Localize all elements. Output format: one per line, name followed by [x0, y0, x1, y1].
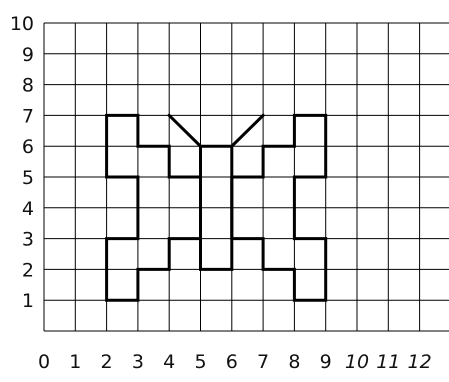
- x-axis-label: 9: [320, 351, 332, 373]
- butterfly-antenna-right: [232, 115, 263, 146]
- y-axis-label: 5: [22, 167, 34, 189]
- y-axis-label: 2: [22, 259, 34, 281]
- y-axis-label: 4: [22, 198, 34, 220]
- x-axis-label: 7: [257, 351, 269, 373]
- x-axis-label: 12: [408, 351, 432, 373]
- x-axis-label: 10: [345, 351, 369, 373]
- x-axis-label: 1: [69, 351, 81, 373]
- x-axis-label: 11: [376, 351, 400, 373]
- y-axis-label: 8: [22, 75, 34, 97]
- y-axis-label: 9: [22, 44, 34, 66]
- y-axis-label: 10: [10, 13, 34, 35]
- y-axis-label: 6: [22, 136, 34, 158]
- x-axis-label: 2: [101, 351, 113, 373]
- x-axis-label: 3: [132, 351, 144, 373]
- x-axis-label: 5: [194, 351, 206, 373]
- x-axis-label: 0: [38, 351, 50, 373]
- x-axis-label: 4: [163, 351, 175, 373]
- y-axis-label: 3: [22, 229, 34, 251]
- x-axis-label: 6: [226, 351, 238, 373]
- butterfly-antenna-left: [169, 115, 200, 146]
- y-axis-labels: 1 2 3 4 5 6 7 8 9 10: [10, 13, 34, 312]
- y-axis-label: 1: [22, 290, 34, 312]
- x-axis-label: 8: [288, 351, 300, 373]
- y-axis-label: 7: [22, 105, 34, 127]
